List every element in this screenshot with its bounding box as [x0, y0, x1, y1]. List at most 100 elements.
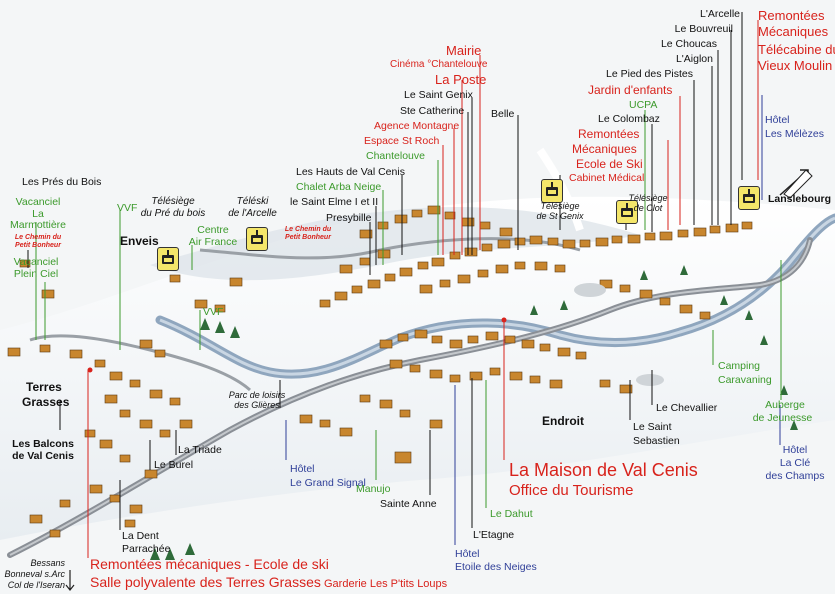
chairlift-pre-du-bois-icon: [157, 247, 179, 271]
label-sainte-anne: Sainte Anne: [380, 498, 437, 510]
label-telecabine-1: Télécabine du: [758, 42, 835, 57]
chairlift-st-genix-icon: [541, 179, 563, 203]
label-salle: Salle polyvalente des Terres Grasses: [90, 574, 321, 590]
trees: [150, 265, 798, 560]
label-ste-catherine: Ste Catherine: [400, 105, 465, 117]
label-telesiege-clot-1: Télésiège: [628, 193, 668, 203]
label-cinema: Cinéma °Chantelouve: [390, 59, 488, 70]
label-arcelle: L'Arcelle: [700, 8, 740, 20]
terres-chalets: [7, 339, 193, 538]
label-remontees-mid-2: Mécaniques: [572, 142, 637, 156]
label-remontees-bottom: Remontées mécaniques - Ecole de ski: [90, 556, 329, 572]
label-terres-1: Terres: [26, 380, 62, 394]
label-mairie: Mairie: [446, 43, 482, 58]
label-lanslebourg: Lanslebourg: [768, 193, 832, 205]
label-auberge-1: Auberge: [765, 399, 805, 411]
label-etoile-1: Hôtel: [455, 548, 480, 560]
label-bonneval: Bonneval s.Arc: [4, 569, 65, 579]
label-chemin-2a: Le Chemin du: [284, 226, 332, 233]
label-bouvreuil: Le Bouvreuil: [674, 23, 733, 35]
label-aiglon: L'Aiglon: [675, 53, 713, 65]
label-manujo: Manujo: [356, 483, 391, 495]
label-balcons-1: Les Balcons: [12, 438, 74, 450]
label-garderie: Garderie Les P'tits Loups: [324, 578, 448, 590]
label-remontees-mid-1: Remontées: [578, 127, 640, 141]
label-chemin-2b: Petit Bonheur: [285, 234, 331, 241]
label-balcons-2: de Val Cenis: [12, 450, 74, 462]
label-chemin-1a: Le Chemin du: [14, 234, 62, 241]
label-la-poste: La Poste: [435, 72, 487, 87]
maison-marker: [501, 317, 507, 323]
label-centre-af-1: Centre: [197, 224, 229, 236]
label-ucpa: UCPA: [629, 99, 658, 111]
label-auberge-2: de Jeunesse: [752, 412, 813, 424]
label-grand-signal-1: Hôtel: [290, 463, 315, 475]
label-vacanciel2-2: Plein Ciel: [13, 268, 59, 280]
label-enveis: Enveis: [120, 234, 159, 248]
label-dent-1: La Dent: [122, 530, 159, 542]
draglift-arcelle-icon: [246, 227, 268, 251]
label-telecabine-2: Vieux Moulin: [758, 58, 833, 73]
label-chevallier: Le Chevallier: [656, 402, 718, 414]
label-terres-2: Grasses: [22, 395, 70, 409]
leader-lines: [27, 12, 782, 558]
label-grand-signal-2: Le Grand Signal: [290, 477, 366, 489]
label-bessans: Bessans: [30, 558, 65, 568]
label-telesiege-st-genix-2: de St Genix: [536, 211, 584, 221]
label-centre-af-2: Air France: [188, 236, 238, 248]
label-vacanciel-3: Marmottière: [10, 219, 67, 231]
label-hotel-cle-3: des Champs: [765, 470, 825, 482]
label-hotel-melezes-1: Hôtel: [765, 114, 790, 126]
label-telesiege-clot-2: de Clot: [633, 203, 663, 213]
label-ecole-ski: Ecole de Ski: [576, 157, 643, 171]
label-etoile-2: Etoile des Neiges: [455, 561, 537, 573]
label-vacanciel-1: Vacanciel: [15, 196, 61, 208]
label-teleski-2: de l'Arcelle: [228, 208, 277, 219]
label-camping-1: Camping: [718, 360, 761, 372]
label-telesiege-pre-1: Télésiège: [151, 196, 195, 207]
label-remontees-top-2: Mécaniques: [758, 24, 829, 39]
label-le-dahut: Le Dahut: [490, 508, 533, 520]
label-jardin: Jardin d'enfants: [588, 83, 673, 97]
label-vacanciel2-1: Vacanciel: [13, 256, 59, 268]
chairlift-clot-icon: [616, 200, 638, 224]
label-maison-2: Office du Tourisme: [509, 482, 634, 499]
lower-chalets: [299, 329, 633, 464]
label-saint-genix: Le Saint Genix: [404, 89, 473, 101]
label-teleski-1: Téléski: [236, 196, 269, 207]
label-la-triade: La Triade: [178, 444, 222, 456]
label-chemin-1b: Petit Bonheur: [15, 242, 61, 249]
label-pied-pistes: Le Pied des Pistes: [606, 68, 693, 80]
label-telesiege-pre-2: du Pré du bois: [140, 208, 206, 219]
label-presybille: Presybille: [326, 212, 372, 224]
terres-road: [29, 334, 252, 392]
label-iseran: Col de l'Iseran: [7, 580, 65, 590]
gondola-vieux-moulin-icon: [738, 186, 760, 210]
label-vvf-mid: VVF: [203, 306, 224, 318]
label-telesiege-st-genix-1: Télésiège: [540, 201, 580, 211]
enveis-chalets: [19, 259, 243, 313]
label-sebastien-1: Le Saint: [633, 421, 672, 433]
label-agence: Agence Montagne: [374, 120, 460, 132]
label-vacanciel-2: La: [32, 208, 44, 220]
label-dent-2: Parrachée: [122, 543, 171, 555]
label-hauts-val-cenis: Les Hauts de Val Cenis: [296, 166, 405, 178]
terres-marker: [87, 367, 93, 373]
label-chantelouve: Chantelouve: [366, 150, 425, 162]
label-vvf-top: VVF: [117, 202, 138, 214]
parking: [574, 283, 606, 297]
label-parc-1: Parc de loisirs: [228, 390, 286, 400]
label-saint-elme: le Saint Elme I et II: [290, 196, 379, 208]
label-choucas: Le Choucas: [660, 38, 717, 50]
bessans-arrow: [65, 570, 75, 591]
label-hotel-melezes-2: Les Mélèzes: [765, 128, 824, 140]
label-chalet-arba: Chalet Arba Neige: [296, 181, 382, 193]
label-parc-2: des Glières: [234, 400, 280, 410]
ski-piste: [536, 147, 584, 232]
label-remontees-top-1: Remontées: [758, 8, 825, 23]
label-belle: Belle: [491, 108, 515, 120]
label-le-burel: Le Burel: [154, 459, 194, 471]
label-maison-1: La Maison de Val Cenis: [509, 460, 698, 480]
label-espace: Espace St Roch: [364, 135, 440, 147]
